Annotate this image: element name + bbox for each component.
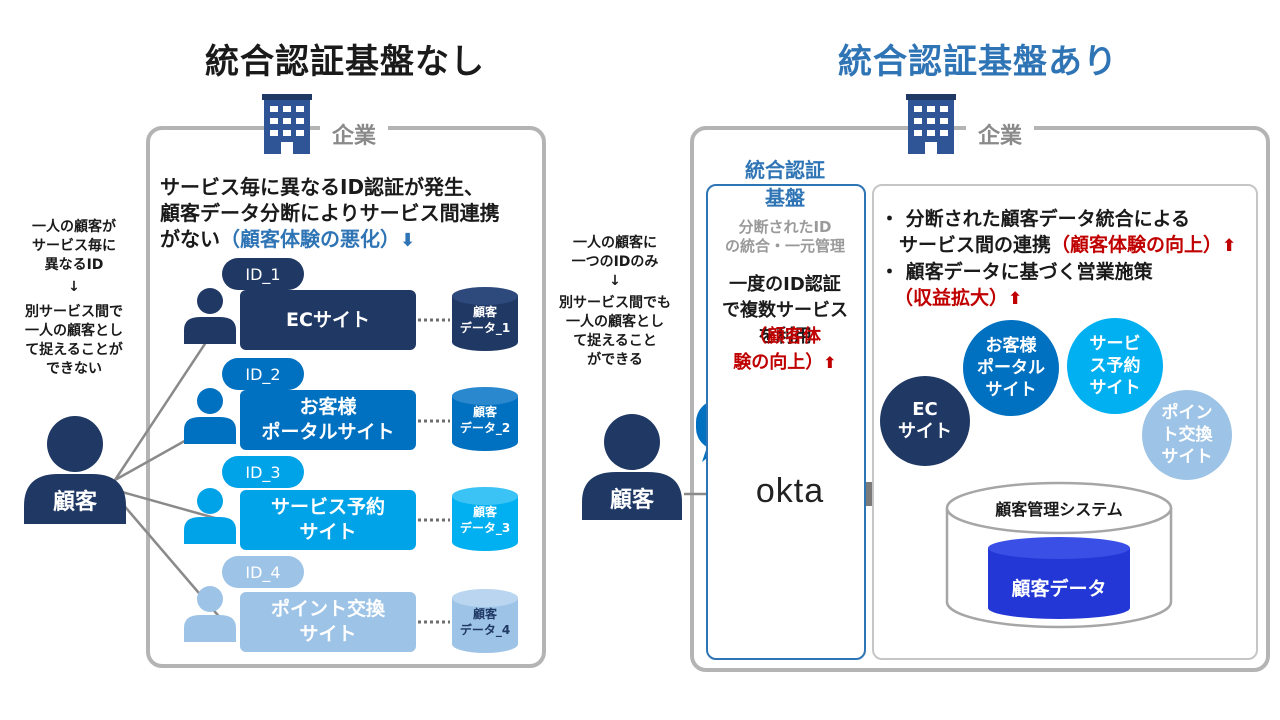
up-arrow-icon: ⬆: [823, 353, 837, 372]
customer-data-1: 顧客 データ_1: [459, 305, 511, 335]
left-note-bottom: 別サービス間で 一人の顧客とし て捉えることが できない: [25, 304, 123, 377]
user-icon: [184, 488, 236, 544]
platform-highlight-block: （顧客体 験の向上）⬆: [708, 324, 862, 376]
platform-subtitle: 分断されたID の統合・一元管理: [724, 218, 845, 255]
left-customer-label: 顧客: [52, 490, 97, 515]
platform-desc-main: 一度のID認証 で複数サービス を利用: [722, 274, 848, 347]
right-enterprise-label: 企業: [966, 118, 1035, 150]
crm-system-label: 顧客管理システム: [995, 500, 1123, 519]
right-note-arrow: ↓: [609, 273, 621, 289]
circle-portal-site: お客様 ポータル サイト: [963, 320, 1059, 416]
customer-data-4: 顧客 データ_4: [459, 607, 511, 637]
left-note-arrow: ↓: [68, 279, 80, 295]
left-note-top: 一人の顧客が サービス毎に 異なるID: [32, 219, 116, 273]
right-note-bottom: 別サービス間でも 一人の顧客とし て捉えること ができる: [559, 295, 671, 368]
user-icon: [184, 586, 236, 642]
left-desc-line2: 顧客データ分断によりサービス間連携: [160, 201, 500, 225]
id-bubble-1: ID_1: [222, 258, 304, 290]
left-desc-line1: サービス毎に異なるID認証が発生、: [160, 175, 485, 199]
id-bubble-2: ID_2: [222, 358, 304, 390]
service-reservation: サービス予約 サイト: [240, 490, 416, 550]
bullet-2-highlight: （収益拡大）: [894, 287, 1009, 309]
left-desc-highlight: （顧客体験の悪化）: [220, 227, 400, 251]
okta-logo: okta: [755, 472, 825, 510]
bullet-1: ・ 分断された顧客データ統合による サービス間の連携（顧客体験の向上）⬆: [880, 206, 1236, 259]
down-arrow-icon: ⬇: [400, 230, 416, 251]
customer-data-2: 顧客 データ_2: [459, 405, 511, 435]
auth-platform-box: [706, 184, 866, 660]
platform-desc-highlight: （顧客体 験の向上）: [733, 326, 824, 373]
id-bubble-4: ID_4: [222, 556, 304, 588]
database-icon: [988, 537, 1130, 619]
up-arrow-icon: ⬆: [1008, 289, 1023, 309]
customer-person-icon: [24, 416, 126, 524]
circle-reservation-site: サービ ス予約 サイト: [1067, 318, 1163, 414]
service-points: ポイント交換 サイト: [240, 592, 416, 652]
bullet-2: ・ 顧客データに基づく営業施策 （収益拡大）⬆: [880, 259, 1153, 312]
right-title: 統合認証基盤あり: [838, 42, 1118, 82]
left-enterprise-label: 企業: [320, 118, 389, 150]
database-icon: [452, 487, 518, 551]
service-portal: お客様 ポータルサイト: [240, 390, 416, 450]
bullet-2-text: ・ 顧客データに基づく営業施策: [880, 261, 1153, 283]
left-description: サービス毎に異なるID認証が発生、 顧客データ分断によりサービス間連携 がない（…: [160, 174, 500, 254]
database-icon: [452, 387, 518, 451]
bullet-1-text: ・ 分断された顧客データ統合による サービス間の連携: [880, 208, 1191, 256]
user-icon: [184, 388, 236, 444]
left-desc-line3-prefix: がない: [160, 227, 220, 251]
service-ec: ECサイト: [240, 290, 416, 350]
platform-title: 統合認証 基盤: [745, 158, 825, 210]
left-title: 統合認証基盤なし: [205, 42, 485, 82]
user-icon: [184, 288, 236, 344]
database-icon: [452, 287, 518, 351]
building-icon: [906, 94, 956, 154]
id-bubble-3: ID_3: [222, 456, 304, 488]
building-icon: [262, 94, 312, 154]
bullet-1-highlight: （顧客体験の向上）: [1051, 234, 1223, 256]
circle-points-site: ポイン ト交換 サイト: [1142, 390, 1232, 480]
customer-data-label: 顧客データ: [1011, 578, 1107, 600]
left-desc-line3: がない（顧客体験の悪化）⬇: [160, 226, 500, 254]
right-note-top: 一人の顧客に 一つのIDのみ: [571, 235, 659, 270]
customer-person-icon: [582, 414, 682, 520]
platform-description: 一度のID認証 で複数サービス を利用: [708, 272, 862, 350]
database-icon: [452, 589, 518, 653]
circle-ec-site: EC サイト: [880, 376, 970, 466]
up-arrow-icon: ⬆: [1222, 236, 1237, 256]
right-customer-label: 顧客: [609, 488, 654, 513]
customer-data-3: 顧客 データ_3: [459, 505, 511, 535]
